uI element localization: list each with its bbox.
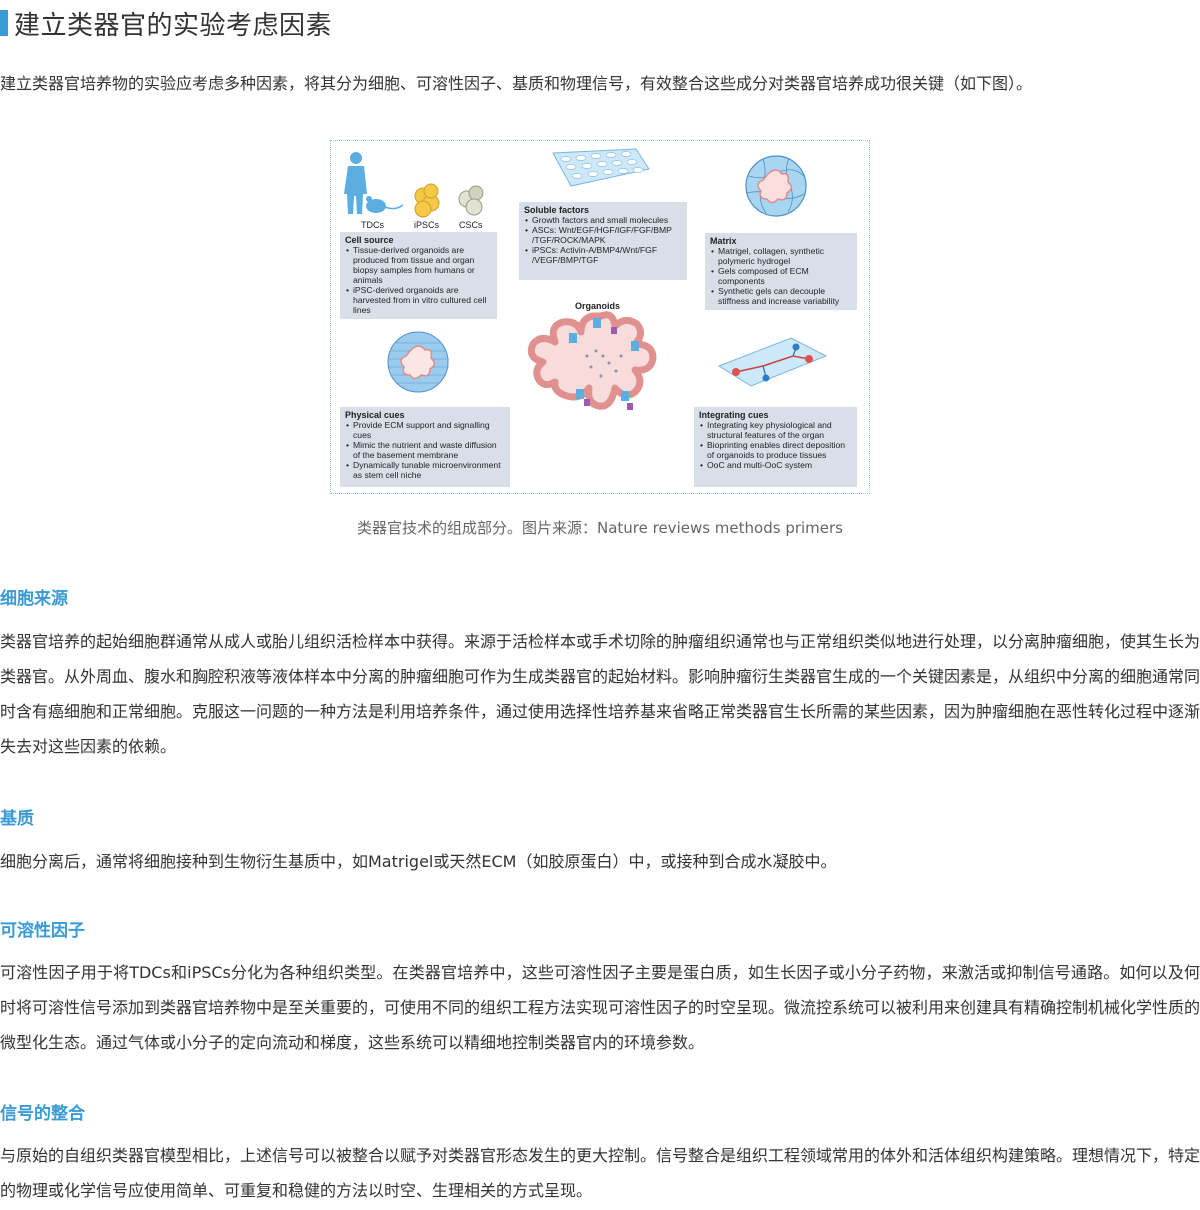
physical-cues-item: Mimic the nutrient and waste diffusion o… [346, 440, 505, 460]
cell-source-box: Cell source Tissue-derived organoids are… [340, 232, 497, 319]
human-icon [344, 152, 367, 214]
section-body-cell-source: 类器官培养的起始细胞群通常从成人或胎儿组织活检样本中获得。来源于活检样本或手术切… [0, 632, 1200, 756]
physical-cues-item: Dynamically tunable microenvironment as … [346, 460, 505, 480]
figure-illustrations [344, 148, 828, 410]
section-heading-matrix: 基质 [0, 809, 34, 829]
cell-source-item: Tissue-derived organoids are produced fr… [346, 245, 492, 285]
soluble-factors-box: Soluble factors Growth factors and small… [519, 202, 687, 280]
page-title-text: 建立类器官的实验考虑因素 [14, 10, 333, 41]
title-accent-bar [0, 10, 8, 36]
figure-caption: 类器官技术的组成部分。图片来源：Nature reviews methods p… [356, 519, 843, 537]
organoid-components-figure: TDCs iPSCs CSCs Organoids Cell source Ti… [330, 140, 870, 494]
matrix-sphere-icon [745, 155, 807, 217]
ipscs-label: iPSCs [414, 220, 440, 230]
integrating-cues-item: Integrating key physiological and struct… [700, 420, 852, 440]
physical-cues-title: Physical cues [345, 410, 405, 420]
cell-source-title: Cell source [345, 235, 394, 245]
matrix-box: Matrix Matrigel, collagen, synthetic pol… [705, 233, 857, 310]
tdcs-label: TDCs [361, 220, 384, 230]
integrating-cues-item: Bioprinting enables direct deposition of… [700, 440, 852, 460]
section-heading-signal-integration: 信号的整合 [0, 1104, 85, 1124]
matrix-item: Matrigel, collagen, synthetic polymeric … [711, 246, 852, 266]
integrating-cues-box: Integrating cues Integrating key physiol… [694, 407, 857, 487]
organoids-label: Organoids [575, 301, 621, 311]
matrix-title: Matrix [710, 236, 737, 246]
physical-cues-box: Physical cues Provide ECM support and si… [340, 407, 510, 487]
soluble-factors-item: Growth factors and small molecules [525, 215, 682, 225]
section-heading-soluble-factors: 可溶性因子 [0, 921, 85, 941]
physical-cues-item: Provide ECM support and signalling cues [346, 420, 505, 440]
section-heading-cell-source: 细胞来源 [0, 589, 68, 609]
cscs-label: CSCs [459, 220, 483, 230]
page-title: 建立类器官的实验考虑因素 [0, 6, 333, 41]
physical-cues-sphere-icon [387, 331, 449, 393]
integrating-cues-item: OoC and multi-OoC system [700, 460, 852, 470]
intro-paragraph: 建立类器官培养物的实验应考虑多种因素，将其分为细胞、可溶性因子、基质和物理信号，… [0, 74, 1033, 93]
well-plate-icon [552, 148, 650, 187]
organoid-icon [527, 311, 657, 410]
integrating-cues-title: Integrating cues [699, 410, 769, 420]
section-body-matrix: 细胞分离后，通常将细胞接种到生物衍生基质中，如Matrigel或天然ECM（如胶… [0, 852, 837, 871]
cell-source-item: iPSC-derived organoids are harvested fro… [346, 285, 492, 315]
soluble-factors-item: iPSCs: Activin-A/BMP4/Wnt/FGF /VEGF/BMP/… [525, 245, 682, 265]
mouse-icon [366, 196, 404, 213]
matrix-item: Gels composed of ECM components [711, 266, 852, 286]
ipsc-cells-icon [414, 183, 440, 218]
soluble-factors-title: Soluble factors [524, 205, 590, 215]
section-body-soluble-factors: 可溶性因子用于将TDCs和iPSCs分化为各种组织类型。在类器官培养中，这些可溶… [0, 963, 1200, 1052]
csc-cells-icon [458, 185, 484, 216]
organ-on-chip-icon [717, 337, 828, 387]
matrix-item: Synthetic gels can decouple stiffness an… [711, 286, 852, 306]
section-body-signal-integration: 与原始的自组织类器官模型相比，上述信号可以被整合以赋予对类器官形态发生的更大控制… [0, 1146, 1200, 1200]
soluble-factors-item: ASCs: Wnt/EGF/HGF/IGF/FGF/BMP /TGF/ROCK/… [525, 225, 682, 245]
